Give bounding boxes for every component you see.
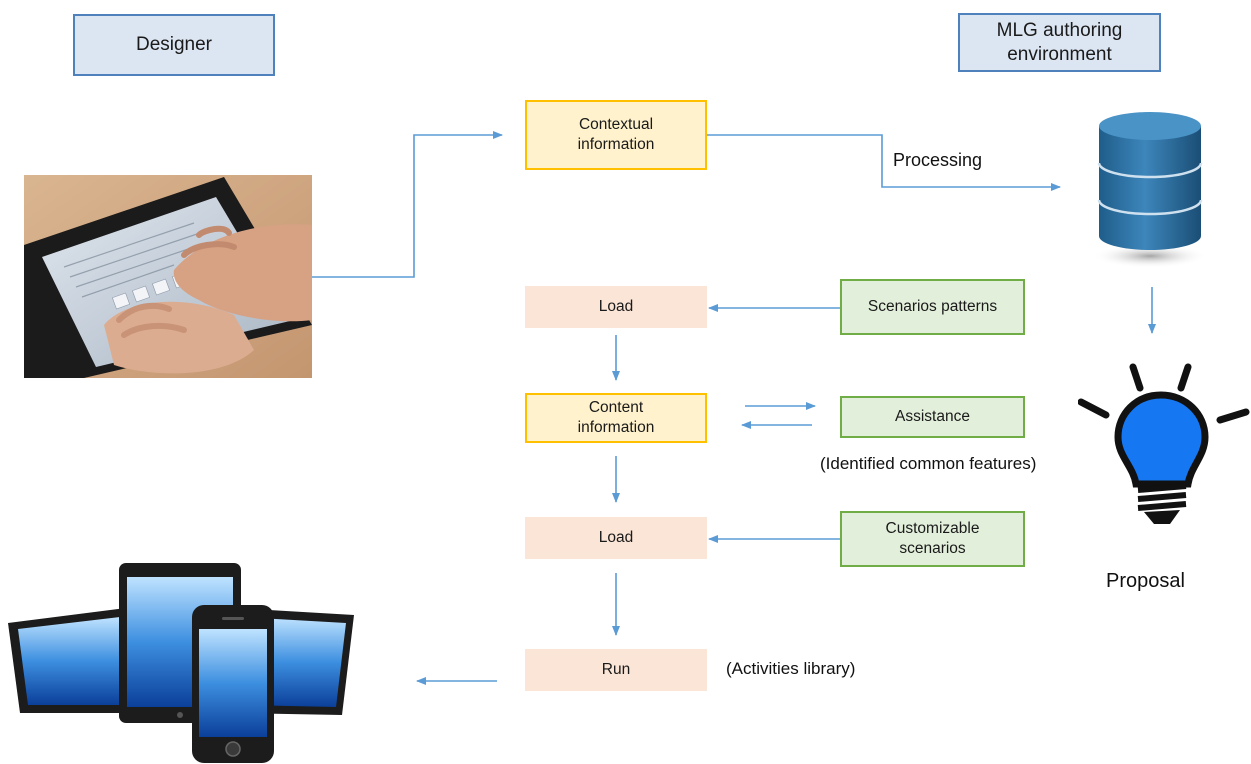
activities-library-label: (Activities library) (726, 659, 856, 678)
customizable-scenarios-node: Customizable scenarios (840, 511, 1025, 567)
content-info-text: Content information (577, 398, 655, 436)
contextual-info-node: Contextual information (525, 100, 707, 170)
processing-label: Processing (893, 150, 983, 170)
arrow-tablet-to-contextual (312, 131, 503, 278)
assistance-text: Assistance (895, 407, 970, 425)
database-cylinder-icon (1095, 112, 1205, 268)
environment-label-box: MLG authoring environment (958, 13, 1161, 72)
load-node-2: Load (525, 517, 707, 559)
load-2-text: Load (598, 528, 634, 546)
tablet-typing-photo-icon (24, 175, 312, 378)
arrow-contextual-to-database (706, 134, 1061, 191)
load-1-text: Load (598, 297, 634, 315)
run-node: Run (525, 649, 707, 691)
scenarios-patterns-text: Scenarios patterns (867, 297, 998, 315)
designer-label: Designer (135, 33, 213, 55)
environment-label: MLG authoring environment (996, 19, 1123, 65)
proposal-label: Proposal (1106, 570, 1185, 592)
scenarios-patterns-node: Scenarios patterns (840, 279, 1025, 335)
mobile-devices-icon (8, 563, 354, 763)
identified-features-label: (Identified common features) (820, 454, 1037, 473)
lightbulb-icon (1078, 363, 1250, 524)
assistance-node: Assistance (840, 396, 1025, 438)
run-text: Run (601, 660, 631, 678)
content-info-node: Content information (525, 393, 707, 443)
designer-label-box: Designer (73, 14, 275, 76)
load-node-1: Load (525, 286, 707, 328)
contextual-info-text: Contextual information (577, 115, 655, 153)
customizable-scenarios-text: Customizable scenarios (885, 519, 980, 557)
